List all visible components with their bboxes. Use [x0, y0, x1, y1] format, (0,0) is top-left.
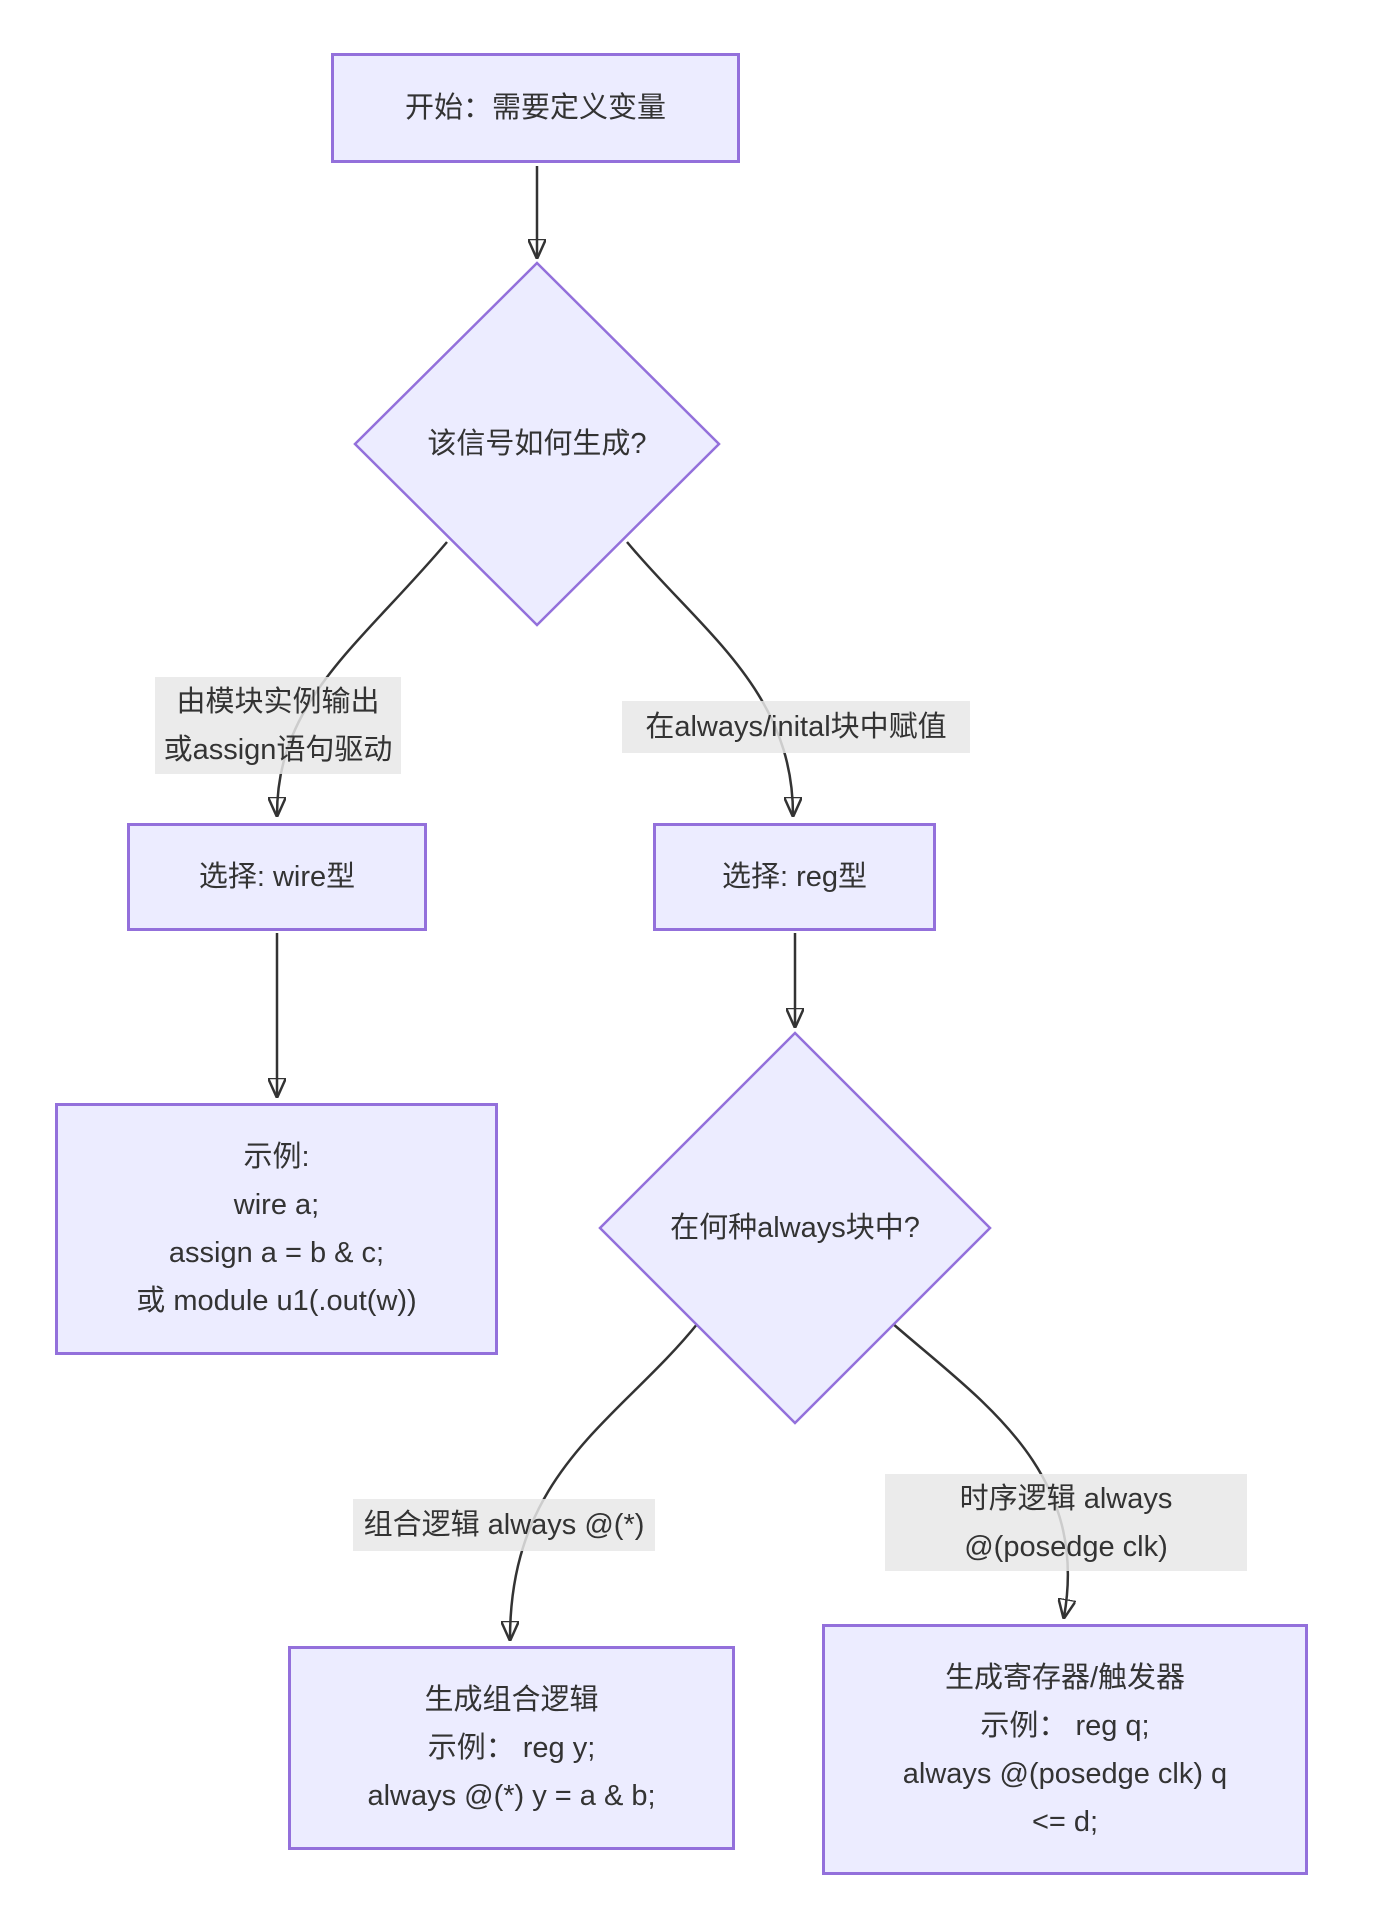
edge-label-seq-condition-line2: @(posedge clk): [964, 1530, 1168, 1563]
node-seq-logic-line4: <= d;: [1031, 1805, 1099, 1838]
decision1-shape: [353, 261, 721, 627]
node-wire-example: 示例: wire a; assign a = b & c; 或 module u…: [55, 1103, 498, 1355]
node-wire-example-line4: 或 module u1(.out(w)): [136, 1285, 417, 1317]
node-choose-wire: 选择: wire型: [127, 823, 427, 931]
node-seq-logic: 生成寄存器/触发器 示例： reg q; always @(posedge cl…: [822, 1624, 1308, 1875]
node-choose-reg-label: 选择: reg型: [721, 861, 868, 893]
node-seq-logic-line2: 示例： reg q;: [980, 1709, 1150, 1742]
node-seq-logic-line1: 生成寄存器/触发器: [944, 1661, 1186, 1694]
decision1-label: 该信号如何生成?: [427, 428, 647, 460]
node-comb-logic-line3: always @(*) y = a & b;: [367, 1780, 656, 1812]
edge-decision2-to-seq: [891, 1322, 1068, 1617]
node-comb-logic-line1: 生成组合逻辑: [424, 1684, 599, 1716]
node-wire-example-line1: 示例:: [243, 1141, 310, 1173]
decision2-shape: [598, 1031, 992, 1425]
node-seq-logic-line3: always @(posedge clk) q: [902, 1757, 1228, 1790]
edge-label-reg-condition: 在always/inital块中赋值: [622, 701, 970, 753]
node-wire-example-line2: wire a;: [233, 1189, 320, 1221]
node-wire-example-line3: assign a = b & c;: [168, 1237, 385, 1269]
edge-label-wire-condition-line1: 由模块实例输出: [176, 685, 380, 718]
edge-label-wire-condition: 由模块实例输出 或assign语句驱动: [155, 677, 401, 774]
node-comb-logic: 生成组合逻辑 示例： reg y; always @(*) y = a & b;: [288, 1646, 735, 1850]
node-start: 开始：需要定义变量: [331, 53, 740, 163]
decision2-label: 在何种always块中?: [670, 1212, 920, 1244]
edge-label-comb-condition: 组合逻辑 always @(*): [353, 1499, 655, 1551]
node-choose-reg: 选择: reg型: [653, 823, 936, 931]
edge-decision1-to-reg: [626, 541, 793, 815]
edge-label-seq-condition-line1: 时序逻辑 always: [959, 1482, 1173, 1515]
node-start-label: 开始：需要定义变量: [404, 92, 666, 124]
edge-label-reg-condition-text: 在always/inital块中赋值: [645, 711, 947, 743]
node-choose-wire-label: 选择: wire型: [198, 861, 356, 893]
edge-label-wire-condition-line2: 或assign语句驱动: [163, 733, 393, 766]
node-comb-logic-line2: 示例： reg y;: [427, 1732, 596, 1764]
edge-label-seq-condition: 时序逻辑 always @(posedge clk): [885, 1474, 1247, 1571]
edge-decision2-to-comb: [510, 1322, 699, 1639]
edge-label-comb-condition-text: 组合逻辑 always @(*): [363, 1509, 645, 1541]
